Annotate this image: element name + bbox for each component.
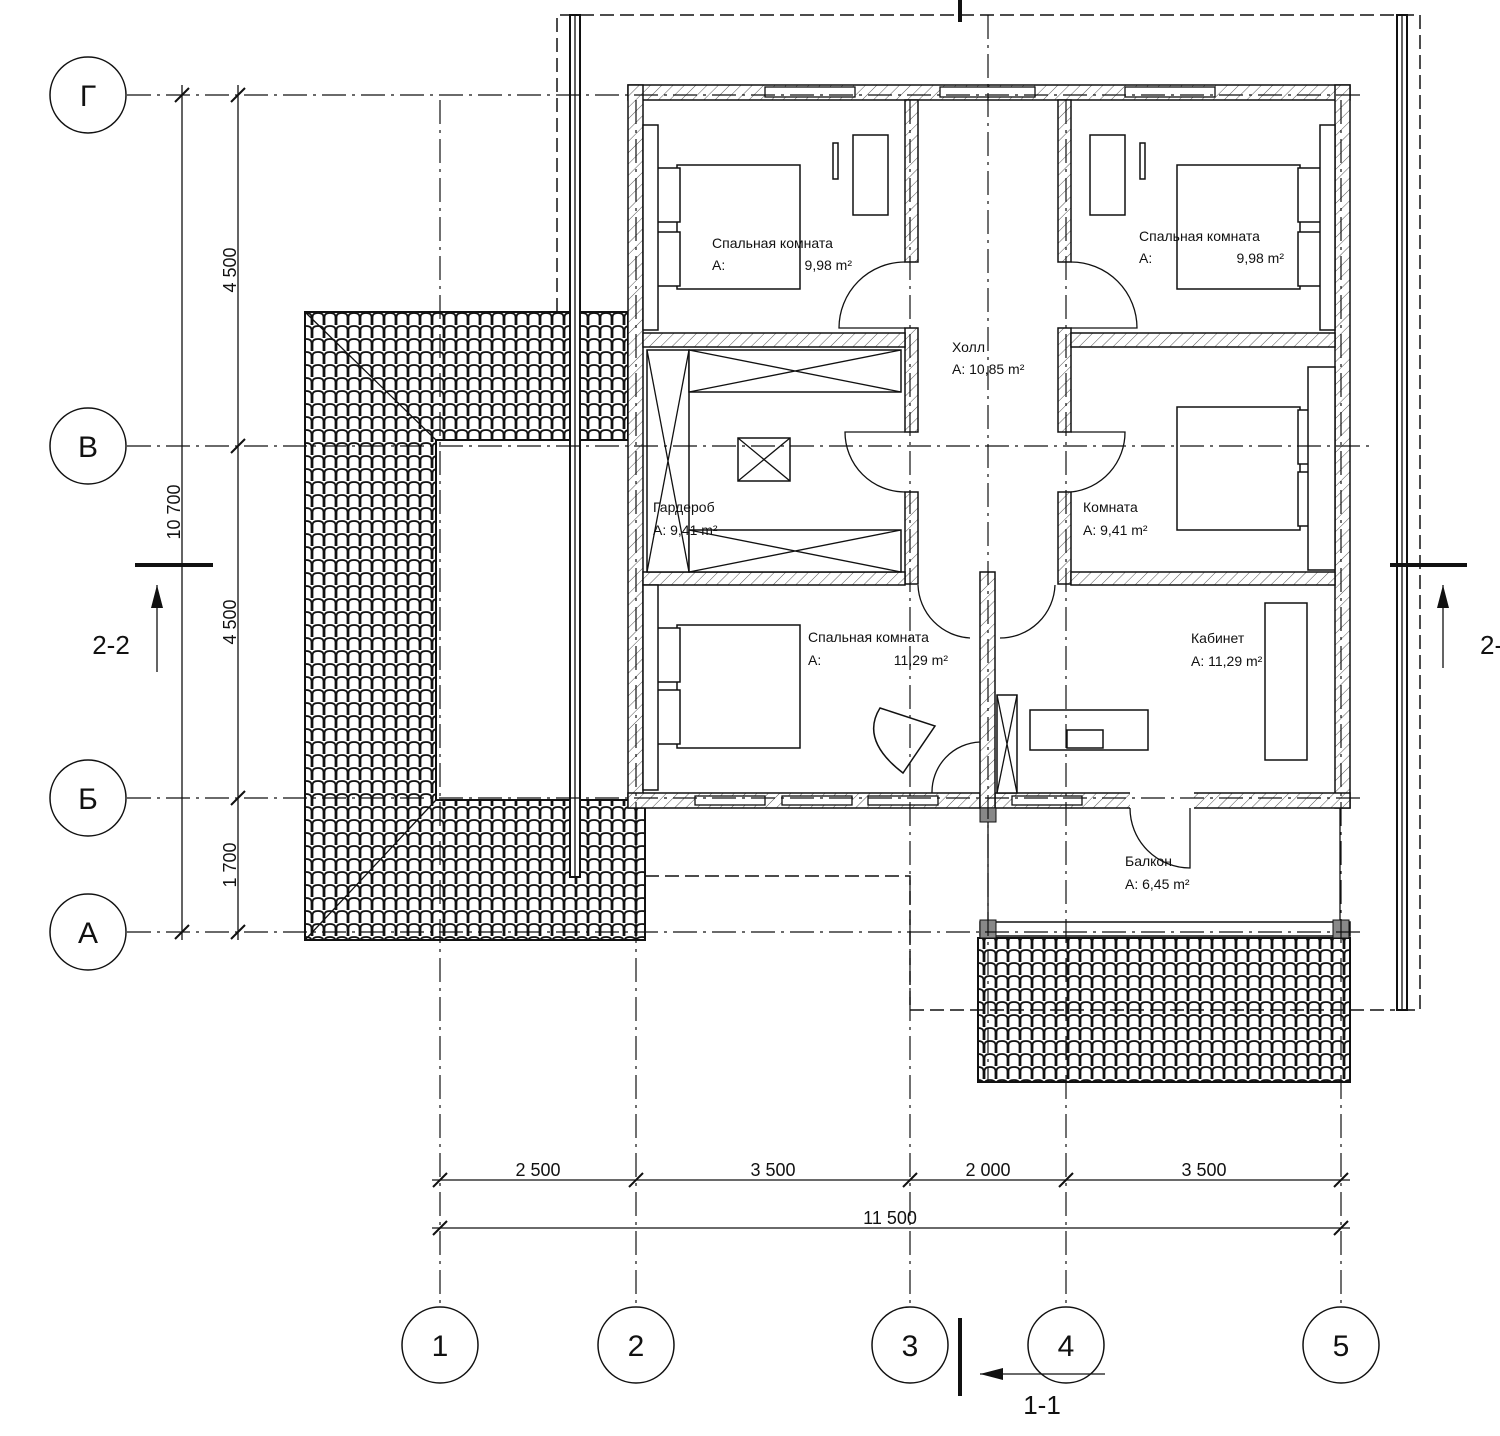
svg-text:В: В	[78, 431, 98, 464]
room-bedroom-ne: Спальная комната A: 9,98 m²	[1139, 228, 1284, 266]
dim-lower: 1 700	[220, 842, 240, 887]
room-room: Комната A: 9,41 m²	[1083, 499, 1148, 538]
dim-2-3: 3 500	[750, 1160, 795, 1180]
svg-text:A: 10,85 m²: A: 10,85 m²	[952, 361, 1025, 377]
axis-bubble-col-4: 4	[1027, 1306, 1105, 1384]
axis-bubble-col-5: 5	[1302, 1306, 1380, 1384]
svg-text:9,98 m²: 9,98 m²	[1237, 250, 1285, 266]
room-balcony: Балкон A: 6,45 m²	[1125, 853, 1190, 892]
dim-middle: 4 500	[220, 599, 240, 644]
room-wardrobe: Гардероб A: 9,41 m²	[653, 499, 718, 538]
svg-text:5: 5	[1333, 1330, 1350, 1363]
furniture	[642, 124, 1336, 794]
axis-bubble-col-3: 3	[871, 1306, 949, 1384]
svg-text:Б: Б	[78, 783, 98, 816]
room-bedroom-sw: Спальная комната A: 11,29 m²	[808, 629, 948, 668]
roof-left	[304, 311, 646, 941]
room-bedroom-nw: Спальная комната A: 9,98 m²	[712, 235, 852, 273]
svg-text:A: 6,45 m²: A: 6,45 m²	[1125, 876, 1190, 892]
svg-text:A: 11,29 m²: A: 11,29 m²	[1191, 653, 1263, 669]
svg-text:A: 9,41 m²: A: 9,41 m²	[653, 522, 718, 538]
svg-text:Г: Г	[80, 80, 96, 113]
section-label-left: 2-2	[92, 630, 130, 660]
section-mark-right	[1390, 563, 1467, 668]
svg-text:Гардероб: Гардероб	[653, 499, 715, 515]
balcony-railing	[979, 807, 1351, 939]
dim-3-4: 2 000	[965, 1160, 1010, 1180]
room-study: Кабинет A: 11,29 m²	[1191, 630, 1263, 669]
axis-bubble-col-1: 1	[401, 1306, 479, 1384]
svg-text:1: 1	[432, 1330, 449, 1363]
svg-text:4: 4	[1058, 1330, 1075, 1363]
axis-bubble-row-g: Г	[49, 56, 127, 134]
svg-text:Спальная комната: Спальная комната	[1139, 228, 1260, 244]
svg-text:Холл: Холл	[952, 339, 985, 355]
rail-right	[1396, 14, 1408, 1011]
section-label-right: 2-2	[1480, 630, 1500, 660]
doors	[838, 261, 1191, 869]
svg-text:A:: A:	[712, 257, 725, 273]
vertical-dimensions	[174, 85, 246, 940]
svg-text:Балкон: Балкон	[1125, 853, 1172, 869]
axis-bubble-col-2: 2	[597, 1306, 675, 1384]
svg-text:11,29 m²: 11,29 m²	[894, 652, 949, 668]
axis-bubble-row-v: В	[49, 407, 127, 485]
axis-bubble-row-b: Б	[49, 759, 127, 837]
room-hall: Холл A: 10,85 m²	[952, 339, 1025, 377]
svg-text:3: 3	[902, 1330, 919, 1363]
svg-text:А: А	[78, 917, 98, 950]
horizontal-dimensions	[432, 1172, 1350, 1236]
dim-4-5: 3 500	[1181, 1160, 1226, 1180]
axis-bubble-row-a: А	[49, 893, 127, 971]
svg-text:A:: A:	[808, 652, 821, 668]
svg-text:A:: A:	[1139, 250, 1152, 266]
dim-upper: 4 500	[220, 247, 240, 292]
dim-total-horizontal: 11 500	[863, 1208, 917, 1228]
grid-axes	[127, 15, 1370, 1308]
section-label-bottom: 1-1	[1023, 1390, 1061, 1420]
svg-text:2: 2	[628, 1330, 645, 1363]
dim-total-vertical: 10 700	[164, 484, 184, 539]
dim-1-2: 2 500	[515, 1160, 560, 1180]
svg-text:Кабинет: Кабинет	[1191, 630, 1245, 646]
svg-text:Спальная комната: Спальная комната	[712, 235, 833, 251]
overhang-outline	[556, 14, 1421, 1011]
svg-text:Спальная комната: Спальная комната	[808, 629, 929, 645]
svg-text:9,98 m²: 9,98 m²	[805, 257, 853, 273]
section-mark-bottom	[958, 0, 1105, 1396]
section-mark-left	[135, 563, 213, 672]
svg-text:A: 9,41 m²: A: 9,41 m²	[1083, 522, 1148, 538]
svg-text:Комната: Комната	[1083, 499, 1138, 515]
